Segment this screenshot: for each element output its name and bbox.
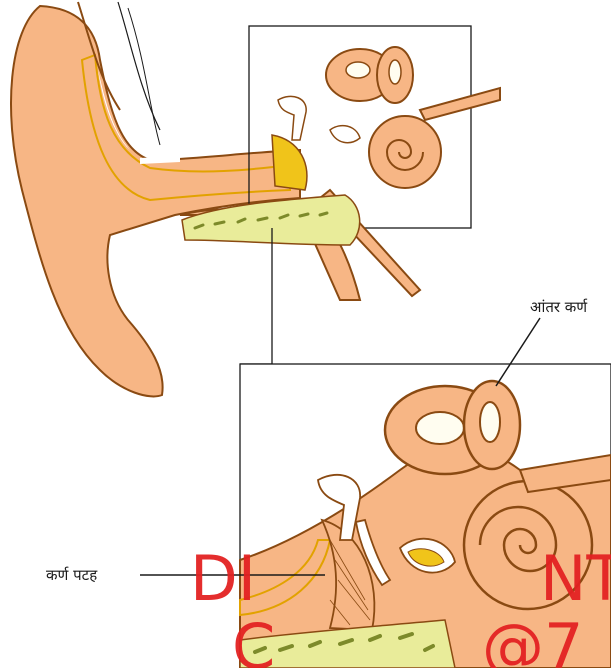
large-canal-2-inner (480, 402, 500, 442)
skin-line (128, 8, 160, 145)
small-canal-inner (346, 62, 370, 78)
watermark-line1-right: NT (540, 542, 611, 615)
small-cochlea (369, 116, 441, 188)
pinna (11, 6, 300, 396)
watermark-line2-left: C (232, 610, 275, 668)
small-nerve (420, 88, 500, 120)
large-canal-inner (416, 412, 464, 444)
watermark-line2-right: @7 (482, 610, 583, 668)
small-ossicle (278, 96, 306, 140)
helix-line-2 (118, 2, 160, 130)
label-eardrum: कर्ण पटह (46, 566, 98, 584)
small-eardrum (272, 135, 307, 190)
small-canal-2-inner (389, 60, 401, 84)
watermark-line1-left: DI (190, 542, 256, 615)
small-stapes (330, 126, 360, 143)
label-inner-ear: आंतर कर्ण (530, 298, 588, 316)
